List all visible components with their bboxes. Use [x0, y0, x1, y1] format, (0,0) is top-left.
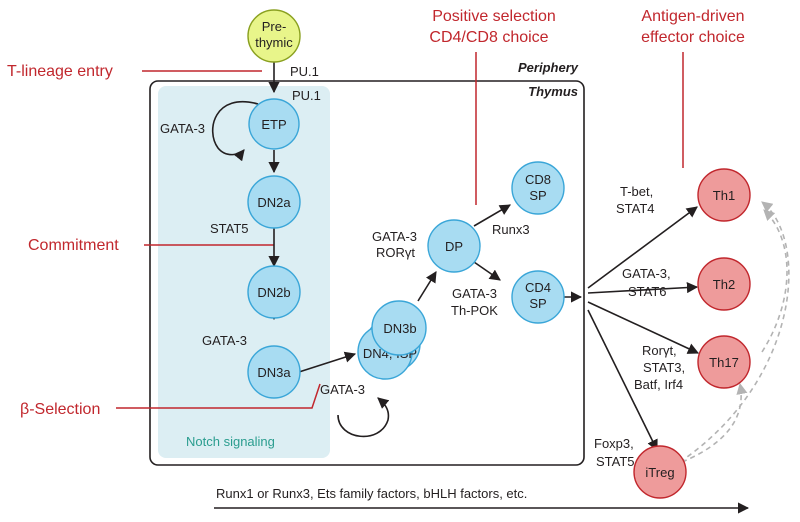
effector-choice-label: effector choice [641, 29, 745, 46]
stat5-treg-label: STAT5 [596, 454, 635, 469]
notch-signaling-label: Notch signaling [186, 434, 275, 449]
cell-dp: DP [427, 219, 481, 273]
gata3-beta-loop-arrow [337, 397, 390, 438]
dp-label: DP [445, 239, 463, 254]
cell-itreg: iTreg [633, 445, 687, 499]
cell-th17: Th17 [697, 335, 751, 389]
pu1-inner-label: PU.1 [292, 88, 321, 103]
prethymic-label-line2: thymic [255, 35, 293, 50]
arrow-to-th1 [587, 206, 698, 289]
gata3-etp-label: GATA-3 [160, 121, 205, 136]
batf-irf4-label: Batf, Irf4 [634, 377, 683, 392]
gata3-etp-loop-arrow [211, 101, 259, 162]
dn3b-label: DN3b [383, 321, 416, 336]
stat5-dn2-label: STAT5 [210, 221, 249, 236]
antigen-driven-label: Antigen-driven [641, 8, 744, 25]
th17-label: Th17 [709, 355, 739, 370]
gata3-th2-label: GATA-3, [622, 266, 671, 281]
cell-etp: ETP [248, 98, 300, 150]
cell-th2: Th2 [697, 257, 751, 311]
pu1-top-label: PU.1 [290, 64, 319, 79]
periphery-label: Periphery [518, 60, 579, 75]
gata3-cd4-label: GATA-3 [452, 286, 497, 301]
foxp3-label: Foxp3, [594, 436, 634, 451]
beta-selection-label: β-Selection [20, 401, 100, 418]
arrow-dn3a-dn4 [298, 351, 357, 373]
dn2a-label: DN2a [257, 195, 291, 210]
dn3a-label: DN3a [257, 365, 291, 380]
commitment-label: Commitment [28, 237, 119, 254]
t-lineage-entry-label: T-lineage entry [7, 63, 113, 80]
cell-th1: Th1 [697, 168, 751, 222]
cell-dn2b: DN2b [247, 265, 301, 319]
runx3-label: Runx3 [492, 222, 530, 237]
cell-cd8-sp: CD8 SP [511, 161, 565, 215]
notch-signaling-region [158, 86, 330, 458]
cd8-label: CD8 [525, 172, 551, 187]
arrow-to-th2 [587, 281, 699, 294]
etp-label: ETP [261, 117, 286, 132]
cell-dn3b: DN3b [371, 300, 427, 356]
cell-dn2a: DN2a [247, 175, 301, 229]
th1-label: Th1 [713, 188, 735, 203]
stat4-label: STAT4 [616, 201, 655, 216]
cell-dn3a: DN3a [247, 345, 301, 399]
cd8-sp-label: SP [529, 188, 546, 203]
arrow-dp-cd4 [473, 261, 501, 281]
cell-cd4-sp: CD4 SP [511, 270, 565, 324]
thymus-boundary [149, 80, 585, 466]
prethymic-label-line1: Pre- [262, 19, 287, 34]
thpok-label: Th-POK [451, 303, 498, 318]
plasticity-itreg-th17-arrow [681, 382, 748, 463]
bottom-note: Runx1 or Runx3, Ets family factors, bHLH… [216, 486, 527, 501]
thymus-label: Thymus [528, 84, 578, 99]
arrow-to-itreg [587, 309, 658, 452]
plasticity-th17-th1-arrow [761, 209, 788, 353]
plasticity-itreg-th1-arrow [679, 201, 790, 463]
gata3-dn3-label: GATA-3 [202, 333, 247, 348]
arrow-dn4-dp [417, 271, 437, 302]
gata3-dp-label: GATA-3 [372, 229, 417, 244]
ror-th17-label: Rorγt, [642, 343, 677, 358]
cd4-cd8-choice-label: CD4/CD8 choice [429, 29, 548, 46]
itreg-label: iTreg [645, 465, 674, 480]
stat6-label: STAT6 [628, 284, 667, 299]
th2-label: Th2 [713, 277, 735, 292]
tbet-label: T-bet, [620, 184, 653, 199]
dn2b-label: DN2b [257, 285, 290, 300]
gata3-beta-label: GATA-3 [320, 382, 365, 397]
ror-dp-label: RORγt [376, 245, 415, 260]
beta-selection-pointer [116, 383, 321, 409]
arrow-dp-cd8 [473, 204, 511, 227]
arrow-to-th17 [587, 301, 700, 354]
cd4-sp-label: SP [529, 296, 546, 311]
positive-selection-label: Positive selection [432, 8, 556, 25]
cell-prethymic: Pre- thymic [247, 9, 301, 63]
cd4-label: CD4 [525, 280, 551, 295]
stat3-label: STAT3, [643, 360, 685, 375]
